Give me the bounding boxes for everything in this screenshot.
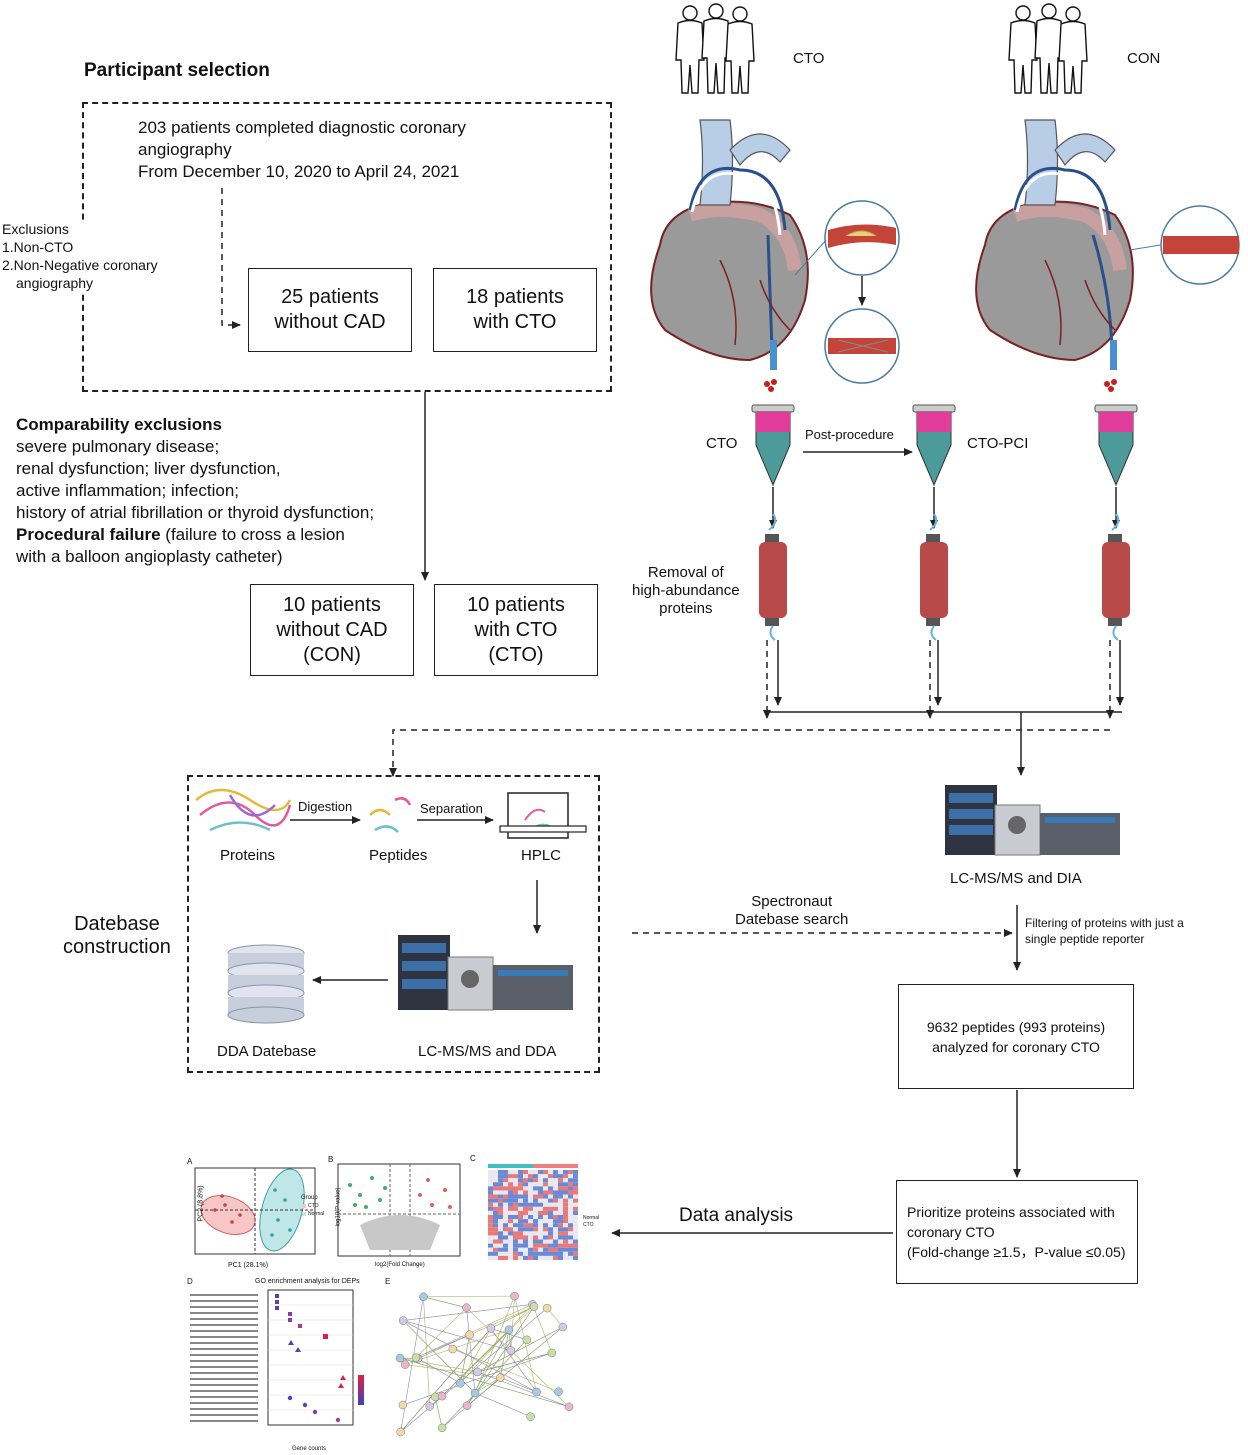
post-procedure-label: Post-procedure bbox=[805, 427, 894, 442]
group-legend-label: Group bbox=[301, 1195, 318, 1201]
comparability-exclusions: Comparability exclusions severe pulmonar… bbox=[16, 415, 375, 566]
panel-c-label: C bbox=[470, 1154, 476, 1163]
con-group-label: CON bbox=[1127, 50, 1161, 67]
volcano-x-label: log2(Fold Change) bbox=[375, 1262, 425, 1268]
panel-d-label: D bbox=[187, 1277, 193, 1286]
digestion-label: Digestion bbox=[298, 799, 353, 814]
pca-y-label: PC2 (8.8%) bbox=[197, 1185, 205, 1222]
cto-group-label: CTO bbox=[793, 50, 825, 67]
panel-b-label: B bbox=[328, 1155, 334, 1164]
hplc-label: HPLC bbox=[521, 847, 562, 864]
go-x-label: Gene counts bbox=[292, 1446, 327, 1452]
go-title: GO enrichment analysis for DEPs bbox=[255, 1278, 360, 1285]
volcano-y-label: -log10(P-value) bbox=[335, 1187, 342, 1229]
exclusion-arrow bbox=[221, 188, 241, 329]
pca-x-label: PC1 (28.1%) bbox=[228, 1262, 269, 1269]
database-construction-box bbox=[187, 775, 600, 1073]
lcms-dda-label: LC-MS/MS and DDA bbox=[418, 1043, 557, 1060]
separation-label: Separation bbox=[420, 801, 483, 816]
exclusions-list: Exclusions 1.Non-CTO 2.Non-Negative coro… bbox=[2, 220, 161, 292]
panel-e-label: E bbox=[385, 1277, 391, 1286]
tube-label-cto: CTO bbox=[706, 435, 738, 452]
data-analysis-label: Data analysis bbox=[679, 1205, 794, 1226]
selection-header: 203 patients completed diagnostic corona… bbox=[138, 118, 466, 181]
heatmap-legend-cto: CTO bbox=[583, 1222, 594, 1228]
removal-label: Removal of high-abundance proteins bbox=[632, 564, 740, 617]
lcms-dia-label: LC-MS/MS and DIA bbox=[950, 870, 1082, 887]
peptides-result-box: 9632 peptides (993 proteins)analyzed for… bbox=[898, 984, 1134, 1089]
pca-legend-normal: Normal bbox=[308, 1211, 325, 1217]
dda-database-label: DDA Datebase bbox=[217, 1043, 317, 1060]
database-construction-title: Datebase construction bbox=[63, 913, 171, 958]
panel-a-label: A bbox=[187, 1157, 193, 1166]
peptides-label: Peptides bbox=[369, 847, 428, 864]
heatmap-legend-normal: Normal bbox=[583, 1215, 600, 1221]
filtering-label: Filtering of proteins with just a single… bbox=[1025, 916, 1184, 946]
proteins-label: Proteins bbox=[220, 847, 276, 864]
participant-selection-title: Participant selection bbox=[84, 60, 270, 81]
pca-legend-cto: CTO bbox=[308, 1203, 319, 1209]
tube-label-cto-pci: CTO-PCI bbox=[967, 435, 1029, 452]
spectronaut-label: Spectronaut Datebase search bbox=[735, 893, 849, 928]
